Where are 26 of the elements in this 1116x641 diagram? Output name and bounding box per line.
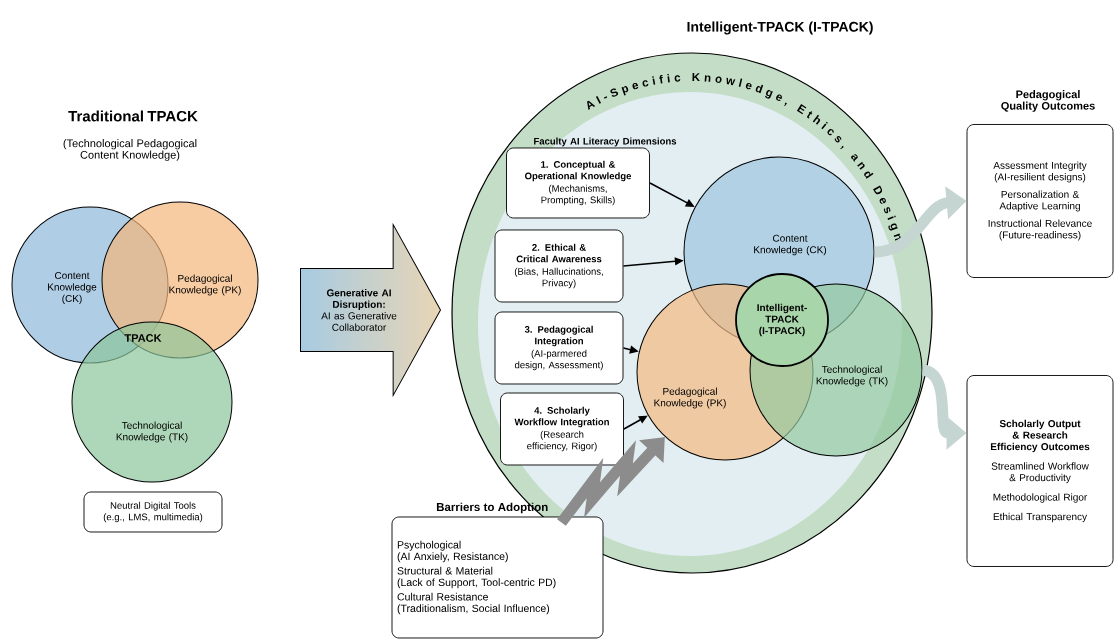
- node-label: (AI-resilient designs): [994, 173, 1086, 183]
- arrow: [557, 437, 665, 526]
- box-heading: Pedagogical Quality Outcomes: [1001, 90, 1095, 112]
- text-box: 4. Scholarly Workflow Integration (Research efficiency, Rigor): [500, 392, 624, 466]
- node-label: Cultural Resistance: [397, 592, 488, 601]
- section-label: Faculty AI Literacy Dimensions: [534, 137, 677, 147]
- text-box: Psychological (AI Anxiely, Resistance) Structural & Material (Lack of Support, Tool-centric PD) Cultural Resistance (Traditionalism, Social Influence): [391, 516, 604, 639]
- venn-label: TPACK: [124, 334, 162, 342]
- node-label: Structural & Material: [397, 566, 493, 575]
- heading: Traditional TPACK: [68, 110, 198, 122]
- text-box: Assessment Integrity (AI-resilient designs) Personalization & Adaptive Learning Instructional Relevance (Future-readiness): [966, 124, 1114, 278]
- text-box: 2. Ethical & Critical Awareness (Bias, Hallucinations, Privacy): [494, 229, 624, 303]
- text-box: 1. Conceptual & Operational Knowledge (Mechanisms, Prompting, Skills): [506, 147, 650, 219]
- node-label: (AI Anxiely, Resistance): [397, 552, 508, 563]
- node-label: (Future-readiness): [999, 231, 1081, 241]
- node-label: Psychological: [397, 540, 461, 551]
- node-label: Personalization & Adaptive Learning: [999, 190, 1080, 212]
- node-label: Instructional Relevance: [988, 219, 1092, 227]
- node-label: Assessment Integrity: [993, 161, 1087, 171]
- text-box: Neutral Digital Tools (e.g., LMS, multimedia): [83, 491, 223, 533]
- subheading: (Technological Pedagogical Content Knowledge): [63, 139, 197, 161]
- node-label: (Traditionalism, Social Influence): [397, 604, 550, 615]
- text-box: Scholarly Output & Research Efficiency Outcomes Streamlined Workflow & Productivity Methodological Rigor Ethical Transparency: [966, 375, 1114, 567]
- heading: Intelligent-TPACK (I-TPACK): [687, 21, 873, 35]
- node-label: (Lack of Support, Tool-centric PD): [397, 578, 556, 589]
- text-box: 3. Pedagogical Integration (AI-parmered design, Assessment): [494, 311, 624, 385]
